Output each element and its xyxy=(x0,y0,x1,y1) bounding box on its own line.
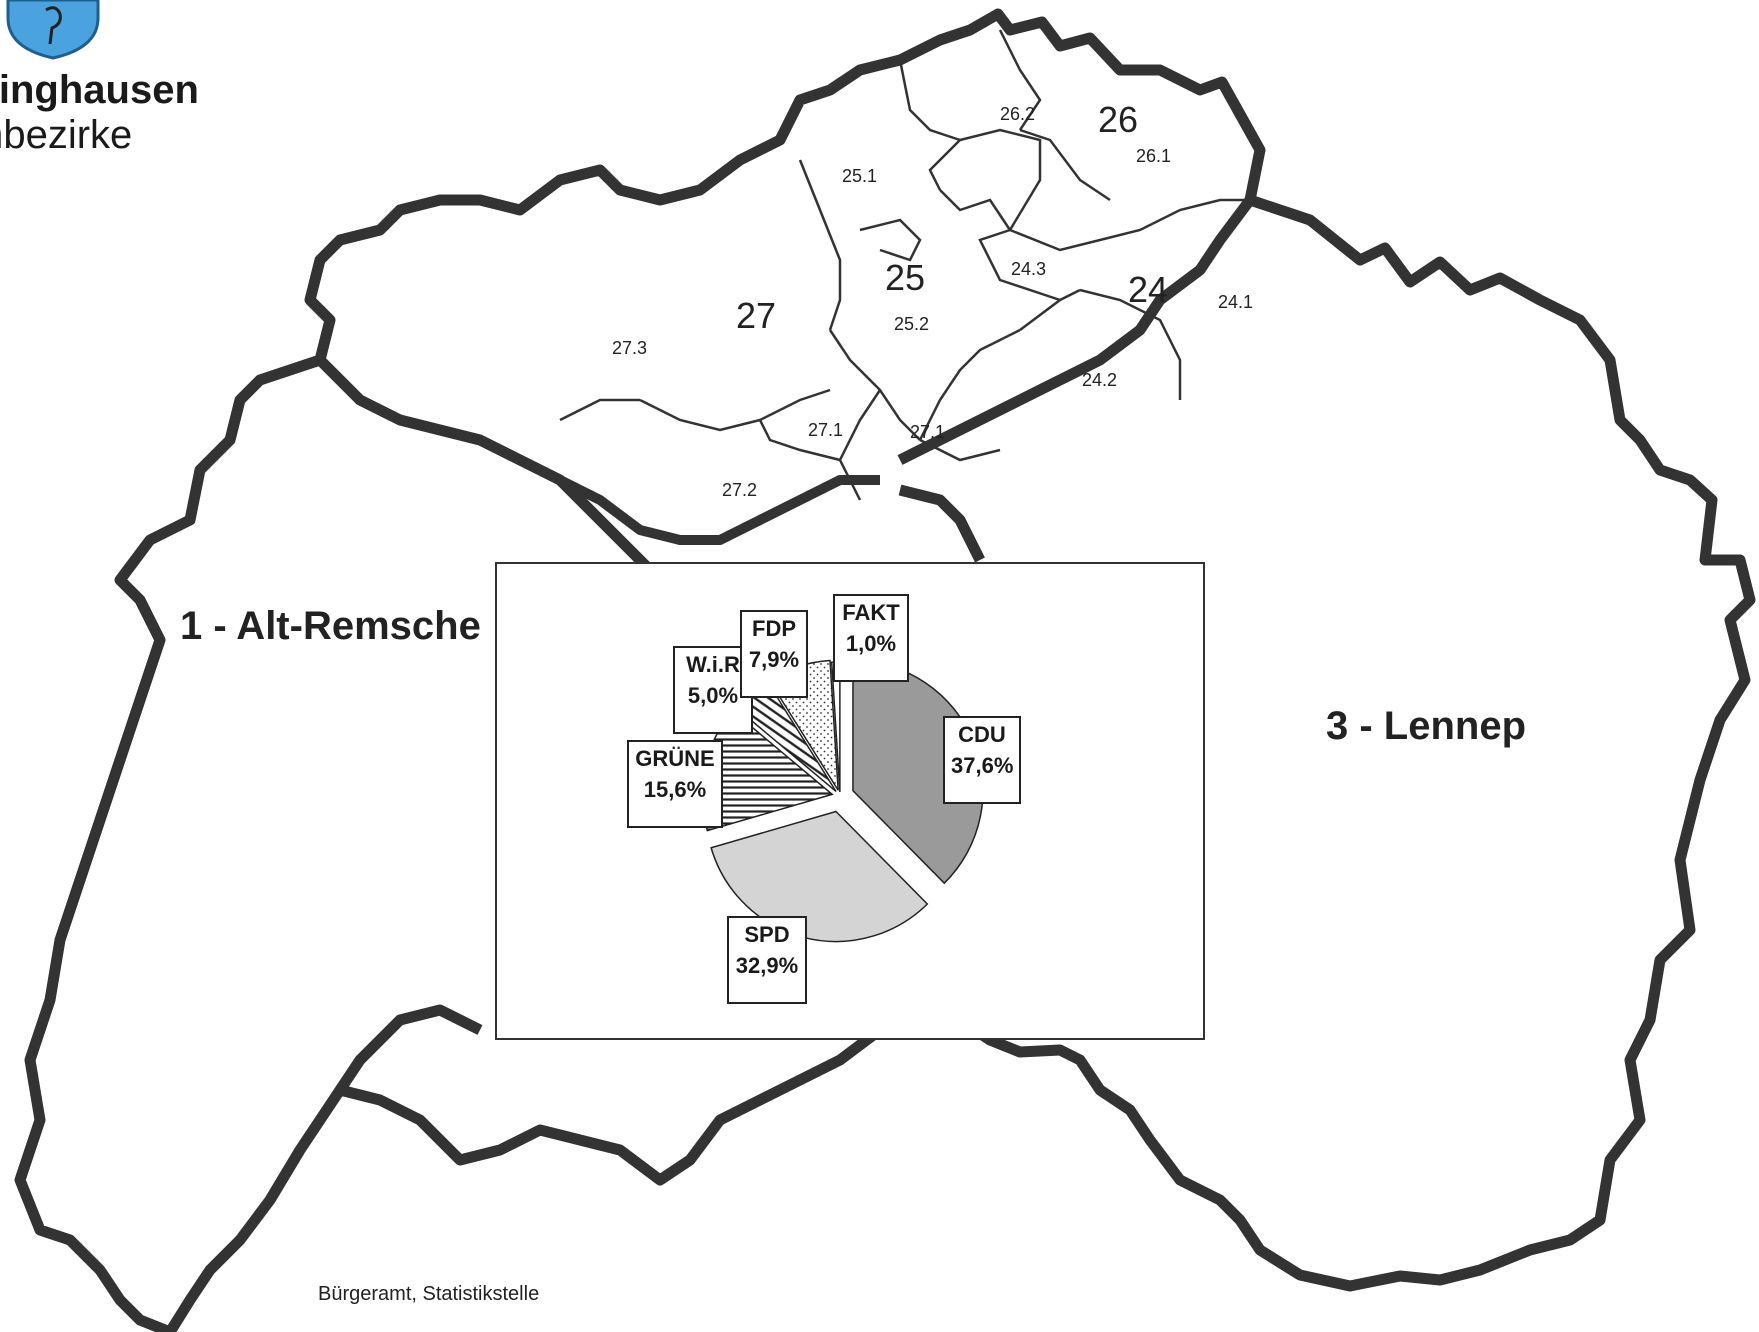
region-number-27-1b: 27.1 xyxy=(910,422,945,442)
region-number-27: 27 xyxy=(736,295,776,336)
region-number-24-3: 24.3 xyxy=(1011,259,1046,279)
pie-label-name: FAKT xyxy=(842,600,900,625)
region-number-24-1: 24.1 xyxy=(1218,292,1253,312)
district-divider-center xyxy=(557,475,880,545)
region-number-25-2: 25.2 xyxy=(894,314,929,334)
pie-label-value: 5,0% xyxy=(687,682,739,708)
district-label-alt-remscheid: 1 - Alt-Remsche xyxy=(180,604,481,648)
pie-label-value: 1,0% xyxy=(845,630,897,656)
region-number-26: 26 xyxy=(1098,99,1138,140)
region-number-27-2: 27.2 xyxy=(722,480,757,500)
pie-label-gr-ne: GRÜNE 15,6% xyxy=(627,740,723,828)
pie-label-value: 32,9% xyxy=(735,952,799,978)
region-number-26-2: 26.2 xyxy=(1000,104,1035,124)
pie-label-spd: SPD 32,9% xyxy=(727,916,807,1004)
pie-label-value: 7,9% xyxy=(748,646,800,672)
district-divider-south xyxy=(335,1004,483,1094)
pie-label-value: 15,6% xyxy=(643,776,707,802)
pie-label-cdu: CDU 37,6% xyxy=(943,716,1021,804)
district-label-lennep: 3 - Lennep xyxy=(1326,704,1527,748)
region-number-27-1a: 27.1 xyxy=(808,420,843,440)
pie-label-name: FDP xyxy=(752,616,796,641)
pie-label-w-i-r: W.i.R 5,0% xyxy=(673,646,753,734)
region-number-25-1: 25.1 xyxy=(842,166,877,186)
pie-label-value: 37,6% xyxy=(951,752,1014,778)
district-divider-west xyxy=(316,356,664,584)
coat-of-arms-icon xyxy=(6,0,100,60)
pie-label-name: SPD xyxy=(744,922,790,947)
map-title: tringhausen xyxy=(0,68,199,112)
pie-label-name: GRÜNE xyxy=(635,746,715,771)
sub-district-lines xyxy=(559,29,1250,501)
district-divider-east xyxy=(897,196,1255,563)
region-outer-boundary xyxy=(14,8,1756,1332)
region-number-25: 25 xyxy=(885,257,925,298)
pie-label-fakt: FAKT 1,0% xyxy=(833,594,909,682)
pie-label-name: CDU xyxy=(958,722,1006,747)
region-number-24-2: 24.2 xyxy=(1082,370,1117,390)
region-number-27-3: 27.3 xyxy=(612,338,647,358)
region-number-24: 24 xyxy=(1128,269,1168,310)
pie-label-name: W.i.R xyxy=(686,652,740,677)
map-subtitle: mbezirke xyxy=(0,112,133,157)
pie-chart-panel: CDU 37,6% SPD 32,9% GRÜNE 15,6% W.i.R 5,0% FDP 7,… xyxy=(495,562,1205,1040)
source-note: Bürgeramt, Statistikstelle xyxy=(318,1283,540,1305)
region-number-26-1: 26.1 xyxy=(1136,146,1171,166)
map-header: tringhausen mbezirke xyxy=(0,68,199,158)
pie-label-fdp: FDP 7,9% xyxy=(740,610,808,698)
